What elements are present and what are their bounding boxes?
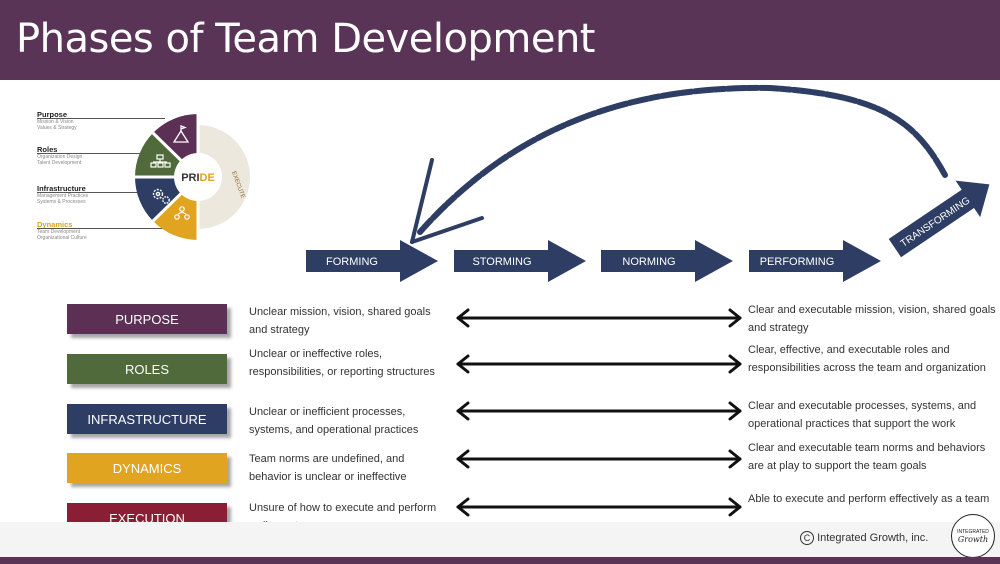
infrastructure-double-arrow (456, 401, 742, 421)
phase-norming: NORMING (601, 240, 733, 282)
legend-infrastructure-sub-1: Management Practices (37, 193, 89, 199)
infrastructure-target-state: Clear and executable processes, systems,… (748, 400, 977, 430)
legend-dynamics-sub-2: Organizational Culture (37, 235, 87, 241)
legend-purpose: Purpose Mission & Vision Values & Strate… (37, 110, 147, 131)
dynamics-current-state: Team norms are undefined, and behavior i… (249, 453, 407, 483)
footer-band (0, 522, 1000, 557)
legend-roles-sub-2: Talent Development (37, 160, 82, 166)
phase-forming-label: FORMING (326, 256, 378, 268)
phase-performing: PERFORMING (749, 240, 881, 282)
legend-infrastructure-sub-2: Systems & Processes (37, 199, 86, 205)
copyright: C Integrated Growth, inc. (800, 531, 928, 545)
purpose-box: PURPOSE (67, 304, 227, 334)
legend-connector (37, 153, 152, 154)
phase-forming: FORMING (306, 240, 438, 282)
legend-connector (37, 118, 165, 119)
dynamics-box: DYNAMICS (67, 453, 227, 483)
legend-purpose-title: Purpose (37, 110, 68, 119)
feedback-arrow (410, 84, 948, 244)
page-title: Phases of Team Development (16, 16, 595, 62)
legend-purpose-sub-1: Mission & Vision (37, 119, 74, 125)
legend-purpose-sub-2: Values & Strategy (37, 125, 77, 131)
pride-center (174, 153, 222, 201)
integrated-growth-logo: INTEGRATED Growth (951, 514, 995, 558)
feedback-arrowhead (410, 216, 484, 244)
pride-wheel: PRIDE EXECUTE (135, 110, 250, 240)
infrastructure-current-state: Unclear or inefficient processes, system… (249, 406, 419, 436)
legend-connector (37, 192, 147, 193)
pride-center-label: PRIDE (181, 172, 215, 184)
copyright-icon: C (800, 531, 814, 545)
roles-current-state: Unclear or ineffective roles, responsibi… (249, 348, 435, 378)
phase-transforming-label: TRANSFORMING (899, 195, 973, 250)
roles-box: ROLES (67, 354, 227, 384)
dynamics-double-arrow (456, 449, 742, 469)
phase-performing-label: PERFORMING (760, 256, 835, 268)
legend-dynamics-sub-1: Team Development (37, 229, 81, 235)
execution-target-state: Able to execute and perform effectively … (748, 493, 990, 505)
feedback-arrowhead (410, 158, 434, 244)
execution-double-arrow (456, 497, 742, 517)
logo-script-text: Growth (957, 534, 989, 544)
infrastructure-box: INFRASTRUCTURE (67, 404, 227, 434)
gears-icon (152, 188, 170, 204)
phase-storming: STORMING (454, 240, 586, 282)
org-chart-icon (150, 154, 171, 168)
legend-dynamics: Dynamics Team Development Organizational… (37, 220, 147, 241)
purpose-current-state: Unclear mission, vision, shared goals an… (249, 306, 431, 336)
legend-connector (37, 228, 165, 229)
roles-target-state: Clear, effective, and executable roles a… (748, 344, 986, 374)
legend-roles-sub-1: Organization Design (37, 154, 83, 160)
people-icon (174, 206, 190, 220)
phase-norming-label: NORMING (622, 256, 675, 268)
phase-storming-label: STORMING (472, 256, 531, 268)
bottom-bar (0, 557, 1000, 564)
copyright-text: Integrated Growth, inc. (817, 531, 929, 544)
purpose-target-state: Clear and executable mission, vision, sh… (748, 304, 996, 334)
dynamics-target-state: Clear and executable team norms and beha… (748, 442, 986, 472)
legend-infrastructure-title: Infrastructure (37, 184, 86, 193)
feedback-arrow-path (417, 84, 948, 235)
header-banner: Phases of Team Development (0, 0, 1000, 80)
legend-dynamics-title: Dynamics (37, 220, 73, 229)
mountain-icon (172, 125, 190, 143)
roles-double-arrow (456, 354, 742, 374)
legend-roles-title: Roles (37, 145, 58, 154)
logo-top-text: INTEGRATED (957, 528, 989, 535)
phase-arrows: FORMING STORMING NORMING PERFORMING TRAN… (306, 180, 990, 282)
legend-infrastructure: Infrastructure Management Practices Syst… (37, 184, 147, 205)
phase-transforming: TRANSFORMING (888, 180, 990, 258)
legend-roles: Roles Organization Design Talent Develop… (37, 145, 147, 166)
transition-arrows (456, 308, 742, 517)
purpose-double-arrow (456, 308, 742, 328)
